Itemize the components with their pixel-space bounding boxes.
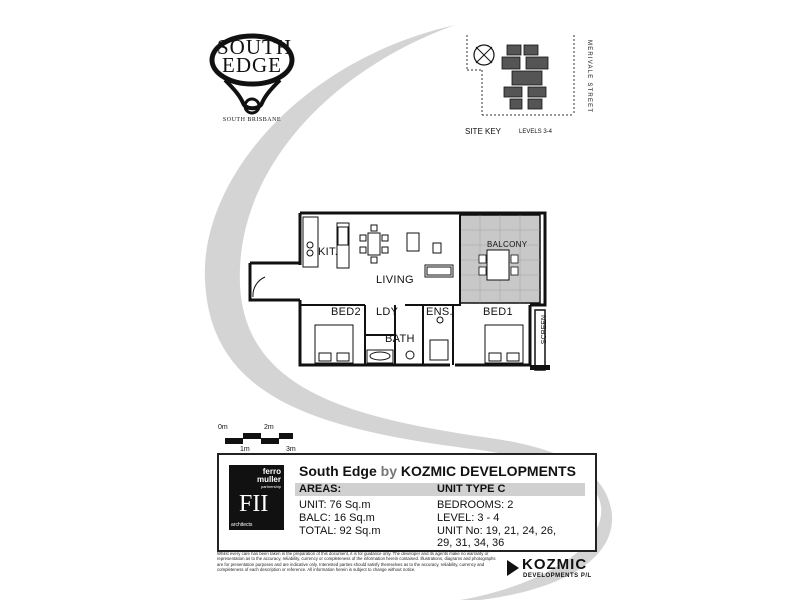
balc-area: BALC: 16 Sq.m [299, 512, 375, 524]
site-key-map-icon [466, 35, 575, 116]
unit-numbers-line1: UNIT No: 19, 21, 24, 26, [437, 525, 557, 537]
kozmic-mark-icon [507, 560, 519, 576]
title-by: by [380, 463, 398, 479]
disclaimer-text: Whilst every care has been taken in the … [217, 551, 496, 573]
title-main: South Edge [299, 463, 377, 479]
unit-numbers-line2: 29, 31, 34, 36 [437, 537, 505, 549]
room-balcony: BALCONY [487, 240, 528, 249]
bedrooms: BEDROOMS: 2 [437, 499, 514, 511]
logo-line1: SOUTH [217, 35, 293, 59]
room-bath: BATH [385, 333, 415, 345]
architect-footer: architects [231, 522, 253, 528]
room-ensuite: ENS. [426, 306, 453, 318]
room-laundry: LDY [376, 306, 399, 318]
screen-label: SCREEN [541, 315, 548, 345]
site-key-title: SITE KEY [465, 127, 502, 136]
architect-line2: muller [256, 475, 281, 484]
architect-line3: partnership [260, 484, 281, 489]
room-bed2: BED2 [331, 306, 361, 318]
logo-line2: EDGE [222, 53, 282, 77]
kozmic-logo: KOZMIC DEVELOPMENTS P/L [505, 556, 595, 581]
scale-label-1: 1m [240, 446, 250, 453]
info-title: South Edge by KOZMIC DEVELOPMENTS [299, 463, 576, 479]
kozmic-sub: DEVELOPMENTS P/L [523, 573, 592, 579]
info-header-bar [295, 483, 585, 496]
room-bed1: BED1 [483, 306, 513, 318]
scale-bar-graphic [225, 433, 293, 444]
scale-label-3: 3m [286, 446, 296, 453]
areas-heading: AREAS: [299, 483, 342, 495]
room-living: LIVING [376, 274, 414, 286]
logo-subtitle: SOUTH BRISBANE [222, 117, 282, 123]
architect-line1: ferro [262, 467, 281, 476]
architect-mark: FII [239, 491, 269, 517]
architect-logo: ferro muller partnership FII architects [229, 465, 284, 530]
info-box: ferro muller partnership FII architects … [217, 453, 597, 552]
site-key-levels: LEVELS 3-4 [519, 129, 553, 135]
title-developer: KOZMIC DEVELOPMENTS [400, 463, 576, 479]
room-kitchen: KIT. [318, 246, 339, 258]
street-label: MERIVALE STREET [586, 40, 592, 114]
kozmic-name: KOZMIC [522, 556, 588, 573]
logo-ring-icon [209, 33, 295, 115]
scale-label-2: 2m [264, 424, 274, 431]
scale-label-0: 0m [218, 424, 228, 431]
unit-area: UNIT: 76 Sq.m [299, 499, 371, 511]
level: LEVEL: 3 - 4 [437, 512, 500, 524]
floor-plan-drawing [248, 211, 550, 371]
total-area: TOTAL: 92 Sq.m [299, 525, 381, 537]
unit-type: UNIT TYPE C [437, 483, 506, 495]
